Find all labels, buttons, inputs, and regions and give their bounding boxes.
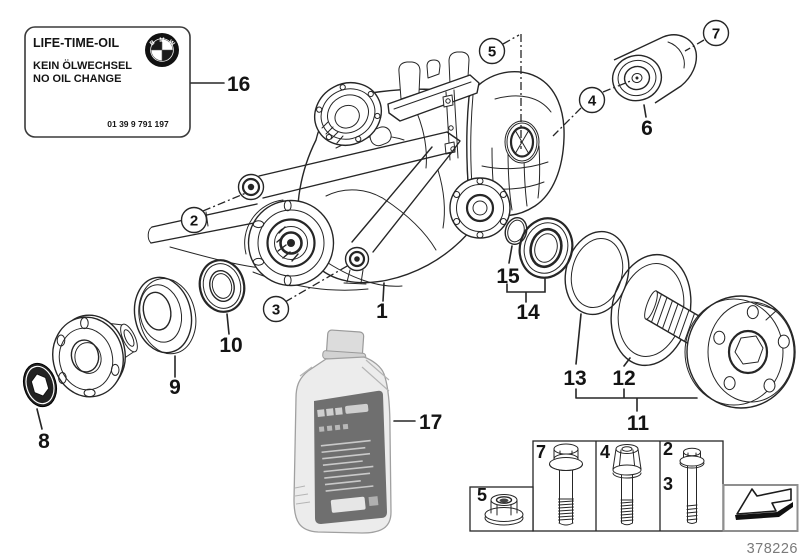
callout-5[interactable]: 5 — [478, 37, 506, 65]
bmw-roundel-icon: B M W — [145, 33, 179, 67]
legend-bolt3-label: 3 — [663, 474, 673, 494]
bottle-label-print — [317, 403, 379, 513]
legend-cell-bolt-flange[interactable]: 7 — [536, 442, 583, 526]
callout-15[interactable]: 15 — [496, 265, 520, 288]
svg-text:7: 7 — [712, 26, 720, 43]
svg-text:3: 3 — [272, 302, 280, 319]
legend-cell-nut[interactable]: 5 — [477, 485, 524, 526]
legend-bolt7-label: 7 — [536, 442, 546, 462]
direction-arrow-box — [722, 484, 799, 532]
side-cover-ribbed — [314, 81, 382, 147]
plate-title: LIFE-TIME-OIL — [33, 36, 119, 50]
callout-4[interactable]: 4 — [578, 86, 606, 114]
plate-part-code: 01 39 9 791 197 — [107, 119, 169, 129]
callout-6[interactable]: 6 — [641, 117, 653, 140]
callout-7[interactable]: 7 — [702, 19, 730, 47]
lock-ring-part8 — [22, 362, 58, 408]
output-face-right — [449, 177, 511, 239]
plate-subtitle-en: NO OIL CHANGE — [33, 73, 121, 85]
leader-lines — [36, 34, 705, 430]
torx-bolt-icon — [612, 444, 642, 526]
callout-8[interactable]: 8 — [38, 430, 50, 453]
drive-flange-part11 — [644, 290, 796, 409]
shaft-seal-part14 — [518, 217, 574, 279]
direction-arrow-icon — [735, 488, 793, 520]
oil-bottle-part17 — [293, 329, 392, 534]
mount-bushing-upper — [237, 173, 265, 201]
differential-housing — [147, 51, 565, 291]
callout-17[interactable]: 17 — [419, 411, 442, 434]
drawing-number: 378226 — [747, 541, 798, 557]
roundel-letter-m: M — [159, 37, 164, 44]
callout-16[interactable]: 16 — [227, 73, 250, 96]
callout-9[interactable]: 9 — [169, 376, 181, 399]
housing-opening-nut — [504, 120, 540, 164]
svg-text:2: 2 — [190, 213, 198, 230]
legend-cell-bolt-small[interactable]: 2 3 — [663, 439, 705, 524]
callout-2[interactable]: 2 — [180, 206, 208, 234]
callout-1[interactable]: 1 — [376, 300, 388, 323]
fastener-legend-box: 5 7 4 — [469, 439, 724, 532]
callout-13[interactable]: 13 — [563, 367, 586, 390]
callout-10[interactable]: 10 — [219, 334, 242, 357]
svg-text:4: 4 — [588, 93, 597, 110]
roundel-letter-b: B — [149, 39, 157, 48]
svg-text:5: 5 — [488, 44, 496, 61]
hex-bolt-icon — [679, 447, 705, 524]
flange-bolt-icon — [549, 443, 583, 526]
seal-ring-part10 — [198, 259, 246, 313]
legend-nut-label: 5 — [477, 485, 487, 505]
legend-cell-bolt-torx[interactable]: 4 — [600, 442, 642, 526]
pinion-flange-front — [244, 199, 335, 287]
legend-bolt2-label: 2 — [663, 439, 673, 459]
callout-11[interactable]: 11 — [627, 412, 650, 435]
plate-subtitle-de: KEIN ÖLWECHSEL — [33, 59, 132, 72]
callout-12[interactable]: 12 — [612, 367, 635, 390]
callouts: 2 3 4 5 7 1 6 8 9 10 11 12 13 14 15 16 1… — [38, 19, 730, 453]
callout-14[interactable]: 14 — [516, 301, 540, 324]
legend-bolt4-label: 4 — [600, 442, 610, 462]
dust-shield-part9 — [133, 276, 197, 355]
output-flange-left — [52, 314, 138, 398]
mount-bushing-lower — [343, 246, 370, 285]
info-plate-part16: LIFE-TIME-OIL KEIN ÖLWECHSEL NO OIL CHAN… — [24, 26, 191, 138]
sleeve-bushing-part6 — [611, 34, 698, 104]
roundel-letter-w: W — [167, 39, 176, 48]
callout-3[interactable]: 3 — [262, 295, 290, 323]
flange-nut-icon — [484, 494, 524, 526]
